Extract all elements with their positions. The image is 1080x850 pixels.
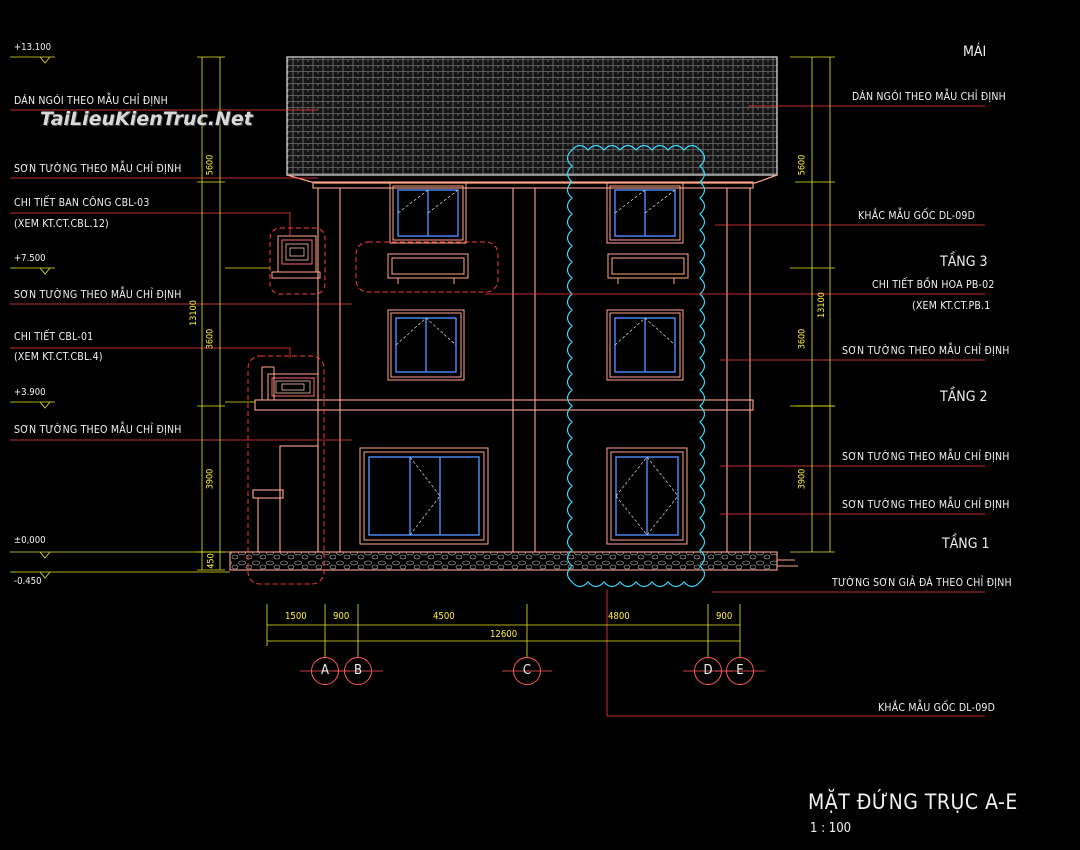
- level-label: +3.900: [14, 387, 46, 398]
- balconies: [261, 235, 321, 401]
- detail-callouts: [247, 227, 499, 585]
- roof-tiles: [286, 56, 778, 184]
- building-walls: [229, 181, 798, 571]
- grid-axis-e: E: [726, 657, 754, 685]
- right-note: (XEM KT.CT.PB.1: [912, 300, 991, 312]
- floor-label: TẦNG 2: [940, 389, 988, 405]
- level-label: ±0,000: [14, 535, 46, 546]
- dimension-label: 13100: [188, 300, 199, 326]
- right-note: SƠN TƯỜNG THEO MẪU CHỈ ĐỊNH: [842, 499, 1010, 511]
- left-note: SƠN TƯỜNG THEO MẪU CHỈ ĐỊNH: [14, 163, 182, 175]
- floor-label: TẦNG 3: [940, 254, 988, 270]
- dimension-label: 13100: [816, 292, 827, 318]
- left-note: (XEM KT.CT.CBL.4): [14, 351, 103, 363]
- dimension-lines: [197, 56, 835, 658]
- right-note: CHI TIẾT BỒN HOA PB-02: [872, 279, 995, 291]
- level-label: +13.100: [14, 42, 52, 53]
- dimension-label: 900: [716, 611, 733, 622]
- dimension-label: 4800: [608, 611, 630, 622]
- revision-cloud: [566, 144, 706, 588]
- right-note: DÁN NGÓI THEO MẪU CHỈ ĐỊNH: [852, 91, 1006, 103]
- dimension-label: 5600: [797, 154, 808, 176]
- level-label: -0.450: [14, 576, 42, 587]
- right-note: TƯỜNG SƠN GIẢ ĐÁ THEO CHỈ ĐỊNH: [832, 577, 1012, 589]
- watermark-logo: TaiLieuKienTruc.Net: [40, 108, 253, 130]
- right-note: KHẮC MẪU GỐC DL-09D: [878, 702, 996, 714]
- dimension-label: 3900: [797, 468, 808, 490]
- left-note: CHI TIẾT BAN CÔNG CBL-03: [14, 197, 150, 209]
- dimension-label: 5600: [205, 154, 216, 176]
- dimension-label: 3600: [797, 328, 808, 350]
- left-note: SƠN TƯỜNG THEO MẪU CHỈ ĐỊNH: [14, 424, 182, 436]
- left-note: SƠN TƯỜNG THEO MẪU CHỈ ĐỊNH: [14, 289, 182, 301]
- right-note: KHẮC MẪU GỐC DL-09D: [858, 210, 976, 222]
- grid-axis-d: D: [694, 657, 722, 685]
- left-note: (XEM KT.CT.CBL.12): [14, 218, 109, 230]
- level-label: +7.500: [14, 253, 46, 264]
- left-note: CHI TIẾT CBL-01: [14, 331, 94, 343]
- dimension-label: 3600: [205, 328, 216, 350]
- right-note: SƠN TƯỜNG THEO MẪU CHỈ ĐỊNH: [842, 451, 1010, 463]
- leader-lines: [10, 105, 985, 717]
- drawing-scale: 1 : 100: [810, 821, 852, 836]
- left-note: DÁN NGÓI THEO MẪU CHỈ ĐỊNH: [14, 95, 168, 107]
- dimension-label: 4500: [433, 611, 455, 622]
- dimension-label: 900: [333, 611, 350, 622]
- dimension-label: 12600: [490, 629, 518, 640]
- windows: [359, 182, 688, 545]
- right-note: SƠN TƯỜNG THEO MẪU CHỈ ĐỊNH: [842, 345, 1010, 357]
- dimension-label: 1500: [285, 611, 307, 622]
- dimension-label: 3900: [205, 468, 216, 490]
- grid-axis-a: A: [311, 657, 339, 685]
- drawing-title: MẶT ĐỨNG TRỤC A-E: [808, 790, 1018, 814]
- floor-label: MÁI: [963, 44, 987, 60]
- grid-axis-c: C: [513, 657, 541, 685]
- grid-axis-b: B: [344, 657, 372, 685]
- flower-boxes: [387, 253, 689, 284]
- dimension-label: 450: [206, 553, 217, 569]
- floor-label: TẦNG 1: [942, 536, 990, 552]
